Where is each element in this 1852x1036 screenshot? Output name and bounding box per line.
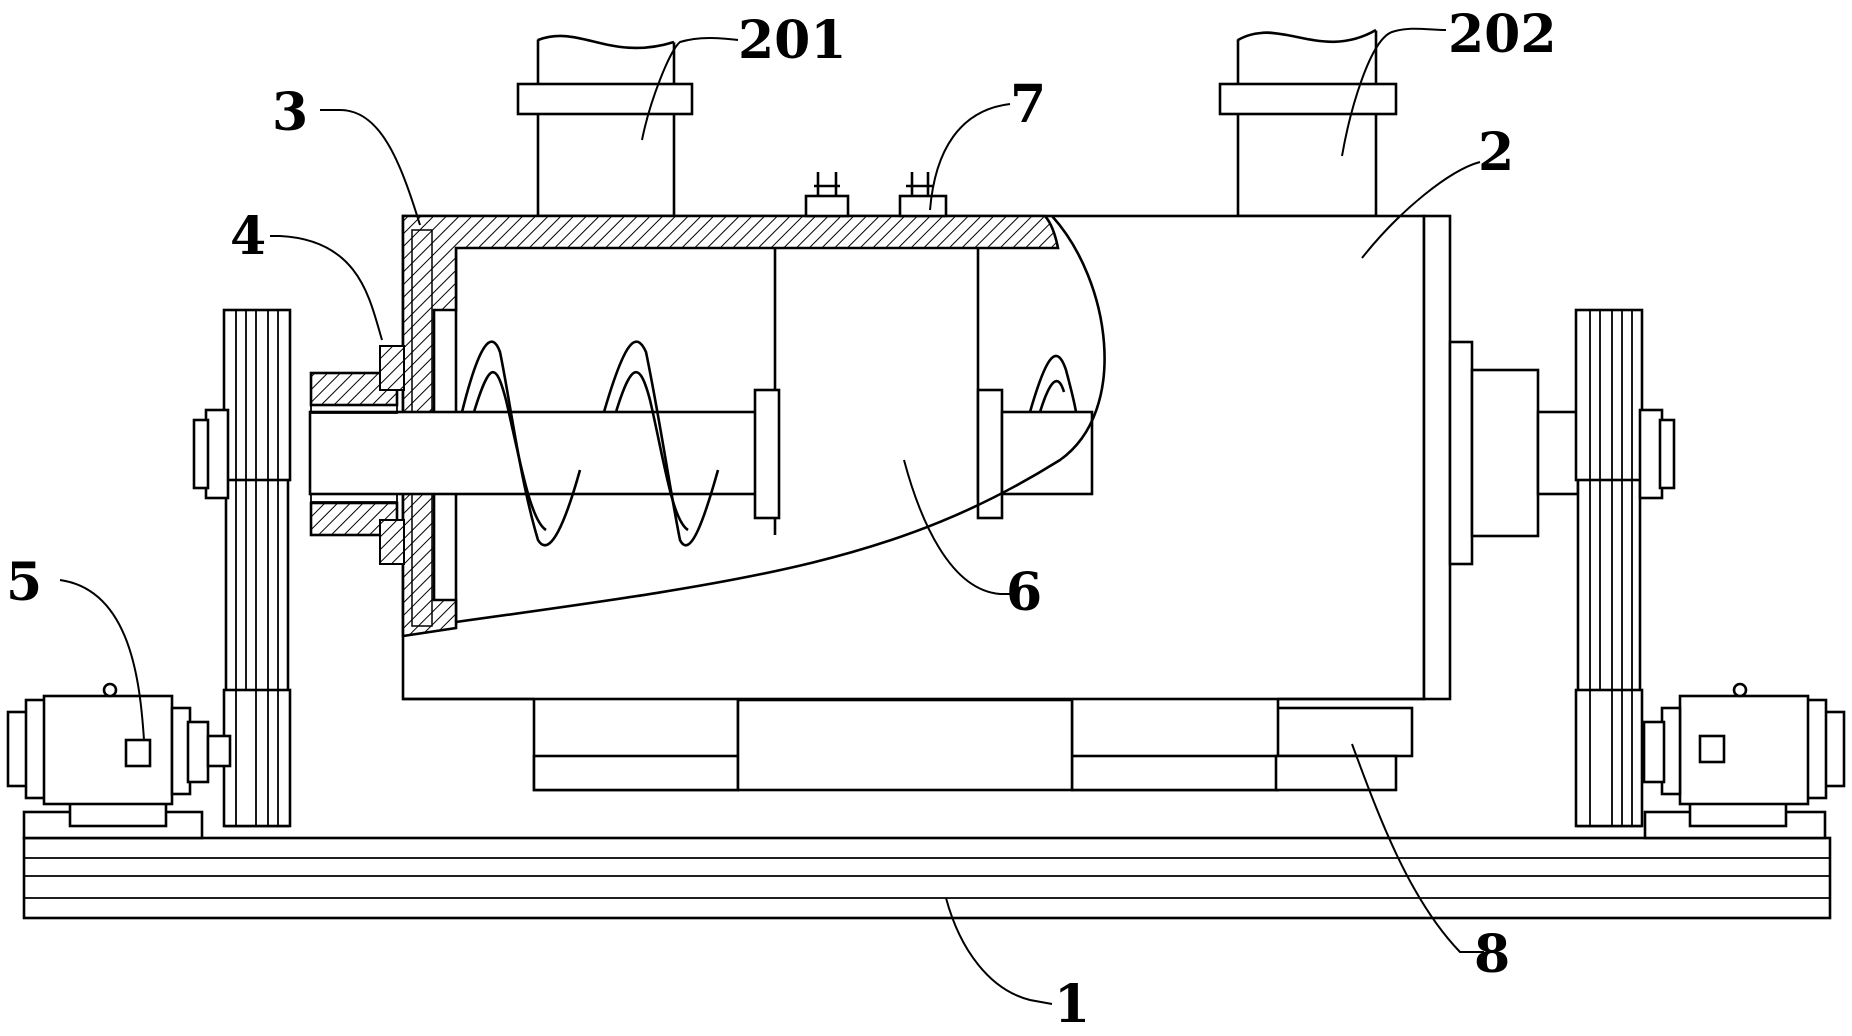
label-7: 7 [1010, 74, 1046, 135]
label-8: 8 [1474, 924, 1510, 985]
label-4: 4 [230, 206, 266, 267]
bearing-seat [309, 345, 405, 565]
label-5: 5 [6, 552, 42, 613]
auger-flights [460, 340, 1078, 547]
sensor-left [804, 172, 850, 218]
right-pulley [1574, 308, 1676, 828]
label-6: 6 [1006, 562, 1042, 623]
inlet-pipe-201 [516, 26, 694, 218]
label-202: 202 [1448, 4, 1557, 65]
auger-shaft [308, 388, 1094, 520]
cut-line [455, 215, 1106, 624]
right-motor [1642, 682, 1846, 828]
leader-lines [59, 27, 1484, 1005]
base-rail [22, 810, 1832, 920]
label-2: 2 [1478, 122, 1514, 183]
right-bearing-housing [1448, 340, 1580, 566]
tank-body [401, 214, 1452, 701]
sensor-right [898, 172, 948, 218]
left-pulley [192, 308, 292, 828]
label-1: 1 [1054, 974, 1090, 1035]
label-3: 3 [272, 82, 308, 143]
label-201: 201 [738, 10, 847, 71]
left-motor [6, 682, 232, 828]
inlet-pipe-202 [1218, 22, 1398, 218]
